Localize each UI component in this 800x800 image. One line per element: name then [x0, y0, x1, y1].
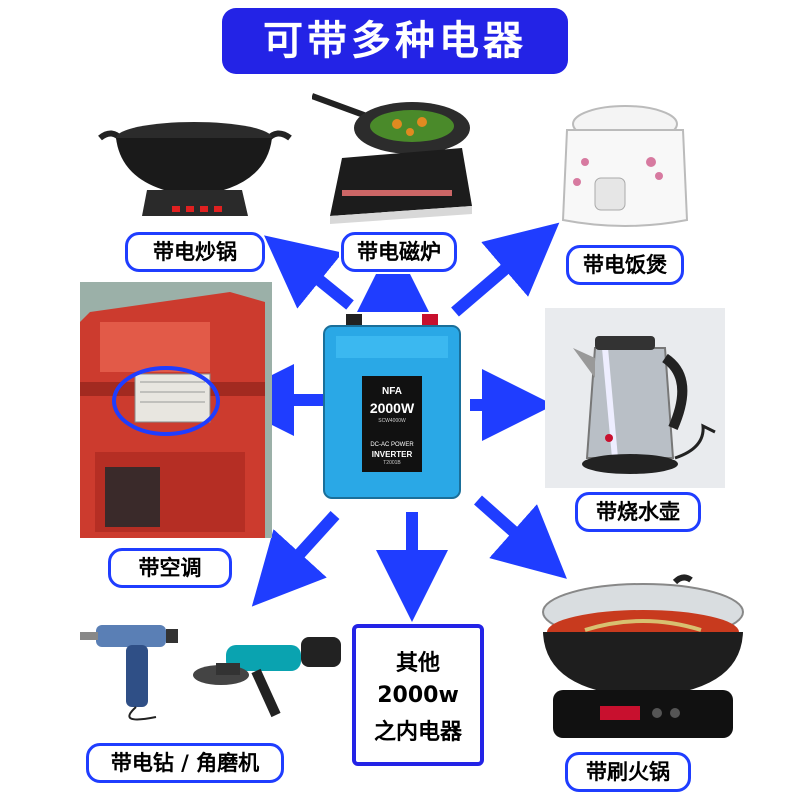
arrow-to-tools — [251, 510, 340, 607]
page-title: 可带多种电器 — [222, 8, 568, 74]
label-air-conditioner: 带空调 — [108, 548, 232, 588]
inverter-line1: DC-AC POWER — [370, 442, 414, 448]
drill-grinder-image — [76, 605, 346, 735]
truck-aircon-image — [80, 282, 272, 538]
label-kettle: 带烧水壶 — [575, 492, 701, 532]
induction-cooker-image — [312, 88, 477, 228]
label-drill-grinder: 带电钻 / 角磨机 — [86, 743, 284, 783]
label-hotpot: 带刷火锅 — [565, 752, 691, 792]
other-appliances-box: 其他 2000w 之内电器 — [352, 624, 484, 766]
electric-hotpot-image — [525, 572, 755, 752]
label-induction-cooker: 带电磁炉 — [341, 232, 457, 272]
inverter-model: T2001B — [383, 460, 401, 466]
inverter-power: 2000W — [369, 400, 415, 416]
arrow-to-wok — [264, 235, 354, 310]
label-electric-wok: 带电炒锅 — [125, 232, 265, 272]
electric-kettle-image — [545, 308, 725, 488]
electric-wok-image — [92, 108, 297, 230]
arrow-to-hotpot — [474, 495, 567, 579]
inverter-small-text: SCW4000W — [378, 418, 406, 424]
other-line-2: 2000w — [377, 682, 459, 708]
label-rice-cooker: 带电饭煲 — [566, 245, 684, 285]
inverter-brand: NFA — [382, 386, 402, 397]
inverter-line2: INVERTER — [371, 450, 413, 459]
inverter-device: NFA 2000W SCW4000W DC-AC POWER INVERTER … — [318, 310, 466, 502]
arrow-to-rice-cooker — [451, 222, 560, 317]
other-line-1: 其他 — [395, 650, 440, 676]
rice-cooker-image — [555, 102, 695, 232]
other-line-3: 之内电器 — [373, 719, 462, 745]
